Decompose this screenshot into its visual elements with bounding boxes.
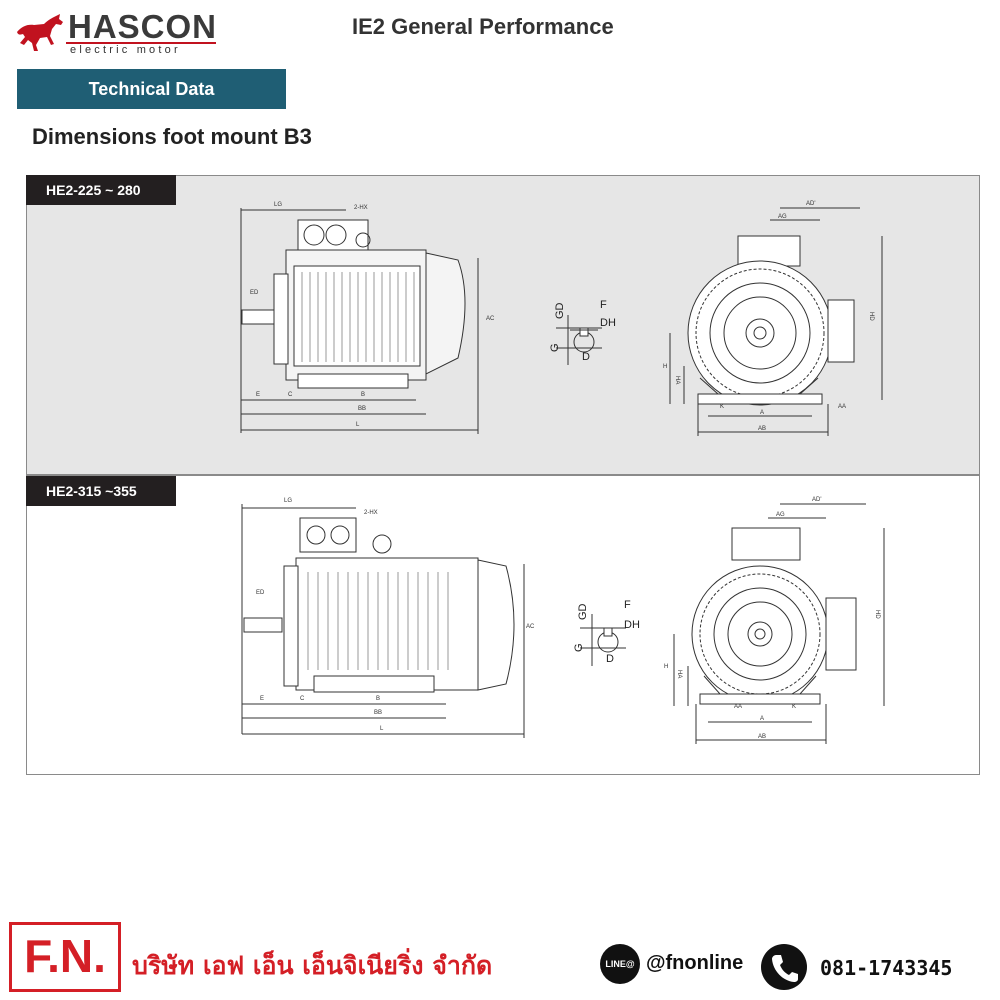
label-g: G <box>549 343 561 352</box>
label-ac: AC <box>486 316 495 322</box>
label-b: B <box>376 696 380 702</box>
label-dh: DH <box>600 317 616 329</box>
label-hx: 2-HX <box>364 510 378 516</box>
label-ag: AG <box>778 214 787 220</box>
label-b: B <box>361 392 365 398</box>
doc-title: IE2 General Performance <box>352 14 614 39</box>
brand-subtitle: electric motor <box>70 44 181 56</box>
label-d: D <box>606 653 614 665</box>
label-g: G <box>573 643 585 652</box>
label-e: E <box>260 696 264 702</box>
front-view-drawing: AD' AG HD H HA K AA A AB <box>664 497 885 744</box>
company-name: บริษัท เอฟ เอ็น เอ็นจิเนียริ่ง จำกัด <box>132 951 493 980</box>
label-k: K <box>720 404 724 410</box>
label-lg: LG <box>284 498 292 504</box>
label-c: C <box>288 392 293 398</box>
section-title: Dimensions foot mount B3 <box>32 124 312 149</box>
label-a: A <box>760 716 764 722</box>
label-hd: HD <box>874 610 880 619</box>
label-d: D <box>582 351 590 363</box>
label-bb: BB <box>374 710 382 716</box>
label-hd: HD <box>868 312 874 321</box>
label-l: L <box>356 422 360 428</box>
label-h: H <box>664 664 668 670</box>
label-ad: AD' <box>806 201 815 207</box>
label-f: F <box>600 299 607 311</box>
label-ad: AD' <box>812 497 821 503</box>
brand-name: HASCON <box>68 8 218 45</box>
label-e: E <box>256 392 260 398</box>
horse-icon <box>17 14 63 51</box>
brand-underline <box>66 42 216 44</box>
label-h: H <box>663 364 667 370</box>
shaft-detail-drawing: GD F DH G D <box>549 299 616 365</box>
line-handle: @fnonline <box>646 952 744 974</box>
front-view-drawing: AD' AG HD H HA K AA A AB <box>663 201 883 436</box>
line-icon: LINE@ <box>600 944 640 984</box>
label-dh: DH <box>624 619 640 631</box>
label-lg: LG <box>274 202 282 208</box>
fn-logo: F.N. <box>9 922 121 992</box>
technical-data-banner: Technical Data <box>17 69 286 109</box>
label-ha: HA <box>674 376 680 384</box>
label-f: F <box>624 599 631 611</box>
label-ed: ED <box>250 290 259 296</box>
label-a: A <box>760 410 764 416</box>
label-aa: AA <box>838 404 846 410</box>
label-gd: GD <box>554 302 566 319</box>
label-ab: AB <box>758 426 766 432</box>
panel-tag: HE2-225 ~ 280 <box>26 175 176 205</box>
side-view-drawing: LG 2-HX ED AC E C B BB L <box>241 498 535 738</box>
panel-tag: HE2-315 ~355 <box>26 476 176 506</box>
side-view-drawing: LG 2-HX ED AC E C B BB L <box>240 202 495 434</box>
label-k: K <box>792 704 796 710</box>
label-gd: GD <box>577 603 589 620</box>
shaft-detail-drawing: GD F DH G D <box>573 599 640 666</box>
phone-icon <box>761 944 807 990</box>
label-hx: 2-HX <box>354 205 368 211</box>
label-ha: HA <box>676 670 682 678</box>
label-ab: AB <box>758 734 766 740</box>
label-bb: BB <box>358 406 366 412</box>
phone-number: 081-1743345 <box>820 956 953 980</box>
label-c: C <box>300 696 305 702</box>
label-ed: ED <box>256 590 265 596</box>
label-aa: AA <box>734 704 742 710</box>
label-l: L <box>380 726 384 732</box>
label-ag: AG <box>776 512 785 518</box>
label-ac: AC <box>526 624 535 630</box>
